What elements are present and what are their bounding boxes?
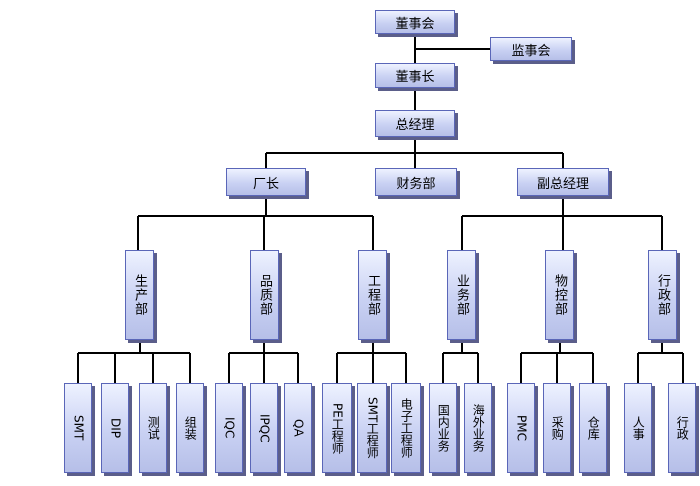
production-dept-label: 生产部 bbox=[132, 274, 147, 316]
team-test-label: 测试 bbox=[146, 416, 161, 440]
team-overseas-sales-label: 海外业务 bbox=[471, 404, 486, 452]
supervisory-box: 监事会 bbox=[490, 37, 572, 61]
team-dip-label: DIP bbox=[108, 417, 123, 438]
team-pe-engineer-label: PE工程师 bbox=[330, 402, 345, 454]
team-pmc-box: PMC bbox=[507, 383, 535, 473]
team-assembly-box: 组装 bbox=[176, 383, 204, 473]
gm-label: 总经理 bbox=[395, 118, 435, 133]
team-ipqc-label: IPQC bbox=[257, 413, 272, 443]
team-electronic-engineer-label: 电子工程师 bbox=[399, 398, 414, 458]
team-hr-box: 人事 bbox=[624, 383, 652, 473]
board-label: 董事会 bbox=[395, 16, 435, 32]
chairman-box: 董事长 bbox=[375, 63, 455, 88]
team-smt-label: SMT bbox=[71, 415, 86, 441]
finance-label: 财务部 bbox=[396, 176, 436, 192]
team-pe-engineer-box: PE工程师 bbox=[322, 383, 352, 473]
quality-dept-label: 品质部 bbox=[257, 274, 272, 316]
production-dept-box: 生产部 bbox=[125, 250, 154, 340]
team-qa-label: QA bbox=[291, 419, 306, 437]
team-administration-label: 行政 bbox=[675, 416, 690, 440]
finance-box: 财务部 bbox=[375, 168, 457, 196]
factory-box: 厂长 bbox=[226, 168, 306, 196]
team-overseas-sales-box: 海外业务 bbox=[464, 383, 492, 473]
engineering-dept-box: 工程部 bbox=[358, 250, 387, 340]
deputy-gm-label: 副总经理 bbox=[536, 176, 589, 192]
team-iqc-label: IQC bbox=[222, 417, 237, 439]
team-domestic-sales-label: 国内业务 bbox=[436, 404, 451, 452]
business-dept-label: 业务部 bbox=[454, 274, 469, 316]
team-smt-box: SMT bbox=[64, 383, 92, 473]
team-electronic-engineer-box: 电子工程师 bbox=[391, 383, 421, 473]
team-purchasing-box: 采购 bbox=[543, 383, 571, 473]
team-smt-engineer-label: SMT工程师 bbox=[365, 397, 380, 459]
chairman-label: 董事长 bbox=[395, 70, 435, 85]
admin-dept-box: 行政部 bbox=[648, 250, 677, 340]
quality-dept-box: 品质部 bbox=[250, 250, 279, 340]
materials-dept-label: 物控部 bbox=[552, 274, 567, 316]
team-domestic-sales-box: 国内业务 bbox=[429, 383, 457, 473]
factory-label: 厂长 bbox=[252, 176, 279, 192]
team-hr-label: 人事 bbox=[631, 416, 646, 440]
board-box: 董事会 bbox=[375, 10, 455, 34]
team-assembly-label: 组装 bbox=[183, 416, 198, 440]
materials-dept-box: 物控部 bbox=[545, 250, 574, 340]
supervisory-label: 监事会 bbox=[511, 43, 551, 59]
team-ipqc-box: IPQC bbox=[250, 383, 278, 473]
team-pmc-label: PMC bbox=[514, 415, 529, 441]
gm-box: 总经理 bbox=[375, 110, 455, 137]
business-dept-box: 业务部 bbox=[447, 250, 476, 340]
deputy-gm-box: 副总经理 bbox=[517, 168, 609, 196]
admin-dept-label: 行政部 bbox=[655, 274, 670, 316]
team-dip-box: DIP bbox=[101, 383, 129, 473]
team-test-box: 测试 bbox=[139, 383, 167, 473]
team-qa-box: QA bbox=[284, 383, 312, 473]
team-warehouse-box: 仓库 bbox=[579, 383, 607, 473]
team-warehouse-label: 仓库 bbox=[586, 416, 601, 440]
team-smt-engineer-box: SMT工程师 bbox=[357, 383, 387, 473]
engineering-dept-label: 工程部 bbox=[365, 274, 380, 316]
team-iqc-box: IQC bbox=[215, 383, 243, 473]
team-administration-box: 行政 bbox=[668, 383, 696, 473]
team-purchasing-label: 采购 bbox=[550, 416, 565, 440]
